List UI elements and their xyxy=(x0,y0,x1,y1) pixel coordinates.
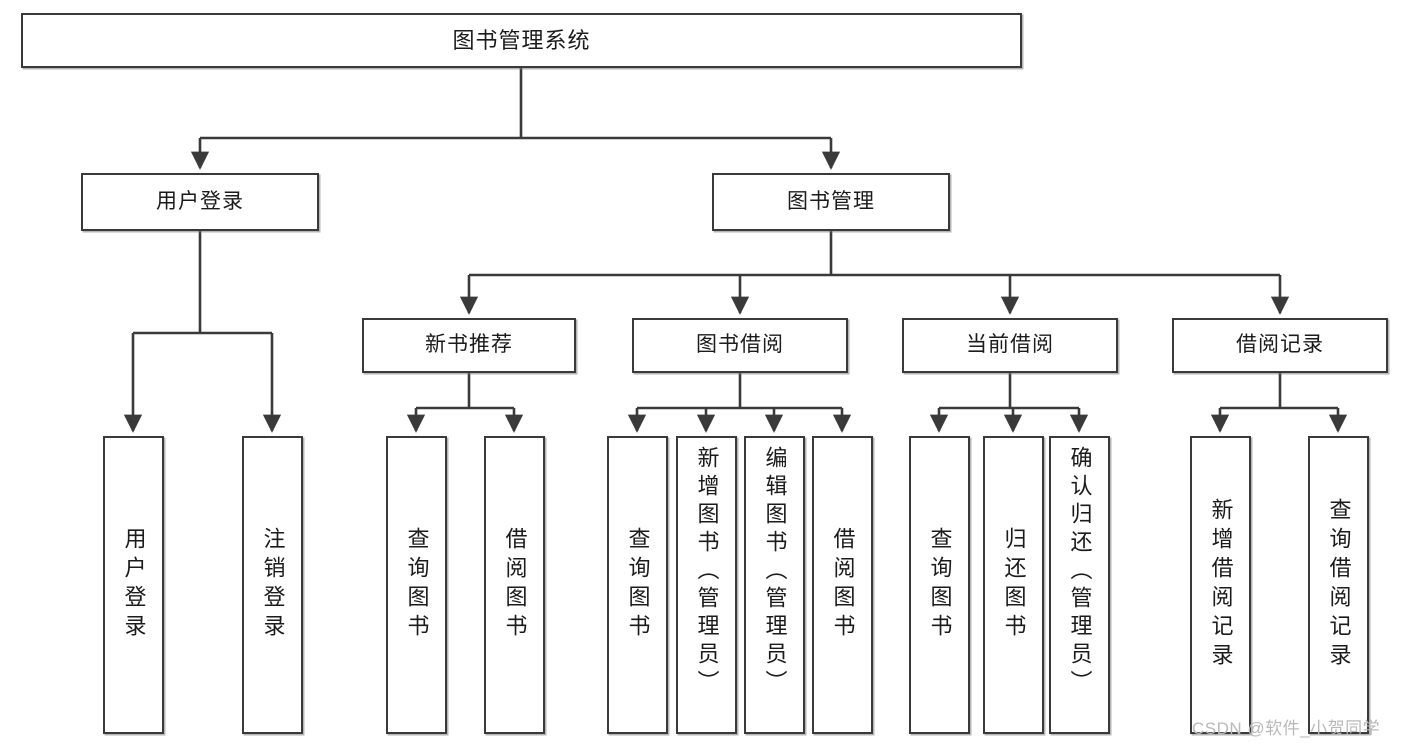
node-root-label: 图书管理系统 xyxy=(452,27,591,53)
node-leaf-query-book-3-label: 查询图书 xyxy=(927,527,953,643)
node-leaf-add-book-label: 新增图书（管理员） xyxy=(694,446,720,698)
node-leaf-user-logout-label: 注销登录 xyxy=(260,527,286,643)
node-leaf-borrow-book-2[interactable]: 借阅图书 xyxy=(812,436,873,734)
node-new-book-recommend[interactable]: 新书推荐 xyxy=(362,318,576,373)
node-leaf-user-logout[interactable]: 注销登录 xyxy=(242,436,303,734)
node-borrow-record[interactable]: 借阅记录 xyxy=(1172,318,1388,373)
node-leaf-query-record[interactable]: 查询借阅记录 xyxy=(1308,436,1369,734)
node-leaf-query-record-label: 查询借阅记录 xyxy=(1326,498,1352,672)
node-book-borrow-label: 图书借阅 xyxy=(696,333,784,357)
node-leaf-user-login[interactable]: 用户登录 xyxy=(103,436,164,734)
node-leaf-edit-book[interactable]: 编辑图书（管理员） xyxy=(744,436,805,734)
node-leaf-add-record-label: 新增借阅记录 xyxy=(1208,498,1234,672)
node-leaf-query-book-2-label: 查询图书 xyxy=(625,527,651,643)
node-leaf-confirm-return-label: 确认归还（管理员） xyxy=(1067,446,1093,698)
node-leaf-query-book-3[interactable]: 查询图书 xyxy=(909,436,970,734)
node-leaf-borrow-book-1-label: 借阅图书 xyxy=(502,527,528,643)
node-leaf-add-book[interactable]: 新增图书（管理员） xyxy=(676,436,737,734)
node-user-login-label: 用户登录 xyxy=(156,189,244,213)
node-root[interactable]: 图书管理系统 xyxy=(21,13,1022,68)
node-leaf-borrow-book-1[interactable]: 借阅图书 xyxy=(484,436,545,734)
watermark-csdn: CSDN @软件_小贺同学 xyxy=(1192,719,1381,738)
node-book-borrow[interactable]: 图书借阅 xyxy=(632,318,848,373)
node-leaf-confirm-return[interactable]: 确认归还（管理员） xyxy=(1049,436,1110,734)
node-book-manage[interactable]: 图书管理 xyxy=(712,173,950,231)
node-current-borrow-label: 当前借阅 xyxy=(966,333,1054,357)
node-leaf-query-book-2[interactable]: 查询图书 xyxy=(607,436,668,734)
node-user-login[interactable]: 用户登录 xyxy=(81,173,319,231)
node-new-book-recommend-label: 新书推荐 xyxy=(425,333,513,357)
node-leaf-query-book-1-label: 查询图书 xyxy=(404,527,430,643)
node-book-manage-label: 图书管理 xyxy=(787,189,875,213)
node-leaf-user-login-label: 用户登录 xyxy=(121,527,147,643)
node-leaf-return-book-label: 归还图书 xyxy=(1001,527,1027,643)
node-current-borrow[interactable]: 当前借阅 xyxy=(902,318,1118,373)
node-leaf-add-record[interactable]: 新增借阅记录 xyxy=(1190,436,1251,734)
node-leaf-query-book-1[interactable]: 查询图书 xyxy=(386,436,447,734)
node-leaf-return-book[interactable]: 归还图书 xyxy=(983,436,1044,734)
node-borrow-record-label: 借阅记录 xyxy=(1236,333,1324,357)
node-leaf-edit-book-label: 编辑图书（管理员） xyxy=(762,446,788,698)
node-leaf-borrow-book-2-label: 借阅图书 xyxy=(830,527,856,643)
